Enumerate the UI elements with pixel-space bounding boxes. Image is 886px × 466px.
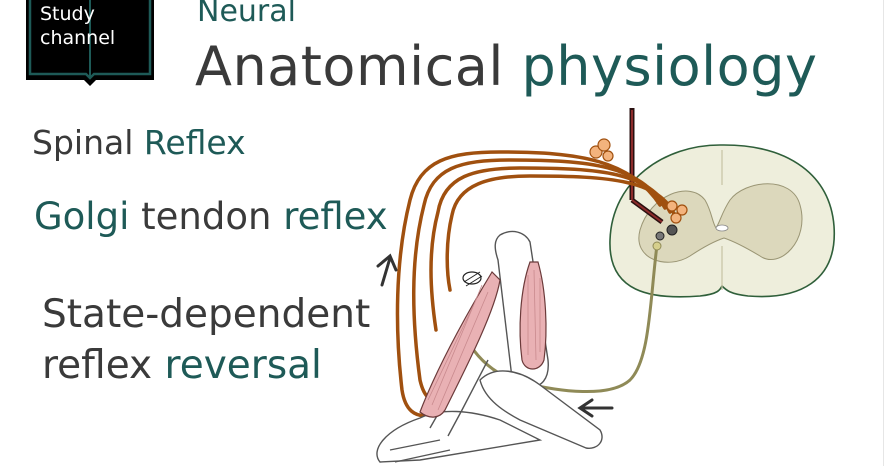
state-label-part-1: reflex bbox=[42, 343, 153, 388]
leg-bones bbox=[376, 230, 603, 463]
state-dependent-label-line-1: State-dependent bbox=[42, 292, 371, 337]
section-title: Neural bbox=[197, 0, 296, 29]
study-channel-logo[interactable]: Study channel bbox=[24, 0, 156, 86]
golgi-label-part-2: tendon bbox=[141, 195, 272, 238]
spinal-label-part-2: Reflex bbox=[143, 123, 246, 162]
golgi-tendon-reflex-label: Golgi tendon reflex bbox=[34, 195, 388, 238]
logo-line-1: Study bbox=[40, 3, 95, 25]
spinal-reflex-label: Spinal Reflex bbox=[32, 123, 246, 162]
page-title-part-2: physiology bbox=[521, 35, 818, 98]
direction-arrows bbox=[376, 253, 614, 418]
muscles bbox=[419, 261, 547, 418]
state-dependent-label-line-2: reflex reversal bbox=[42, 343, 322, 388]
book-icon bbox=[26, 0, 154, 86]
slide-border bbox=[883, 0, 884, 466]
golgi-label-part-3: reflex bbox=[283, 195, 388, 238]
spinal-label-part-1: Spinal bbox=[32, 123, 134, 162]
logo-line-2: channel bbox=[40, 27, 116, 49]
golgi-label-part-1: Golgi bbox=[34, 195, 130, 238]
page-title-part-1: Anatomical bbox=[195, 35, 504, 98]
motor-nerves bbox=[395, 150, 677, 418]
motor-neurons bbox=[589, 138, 688, 251]
arrow-left-icon bbox=[577, 398, 614, 418]
sensory-nerve bbox=[468, 243, 659, 394]
page-title: Anatomical physiology bbox=[195, 35, 817, 98]
arrow-up-icon bbox=[376, 253, 398, 287]
spinal-cord-section bbox=[609, 144, 835, 298]
state-label-part-2: reversal bbox=[164, 343, 322, 388]
